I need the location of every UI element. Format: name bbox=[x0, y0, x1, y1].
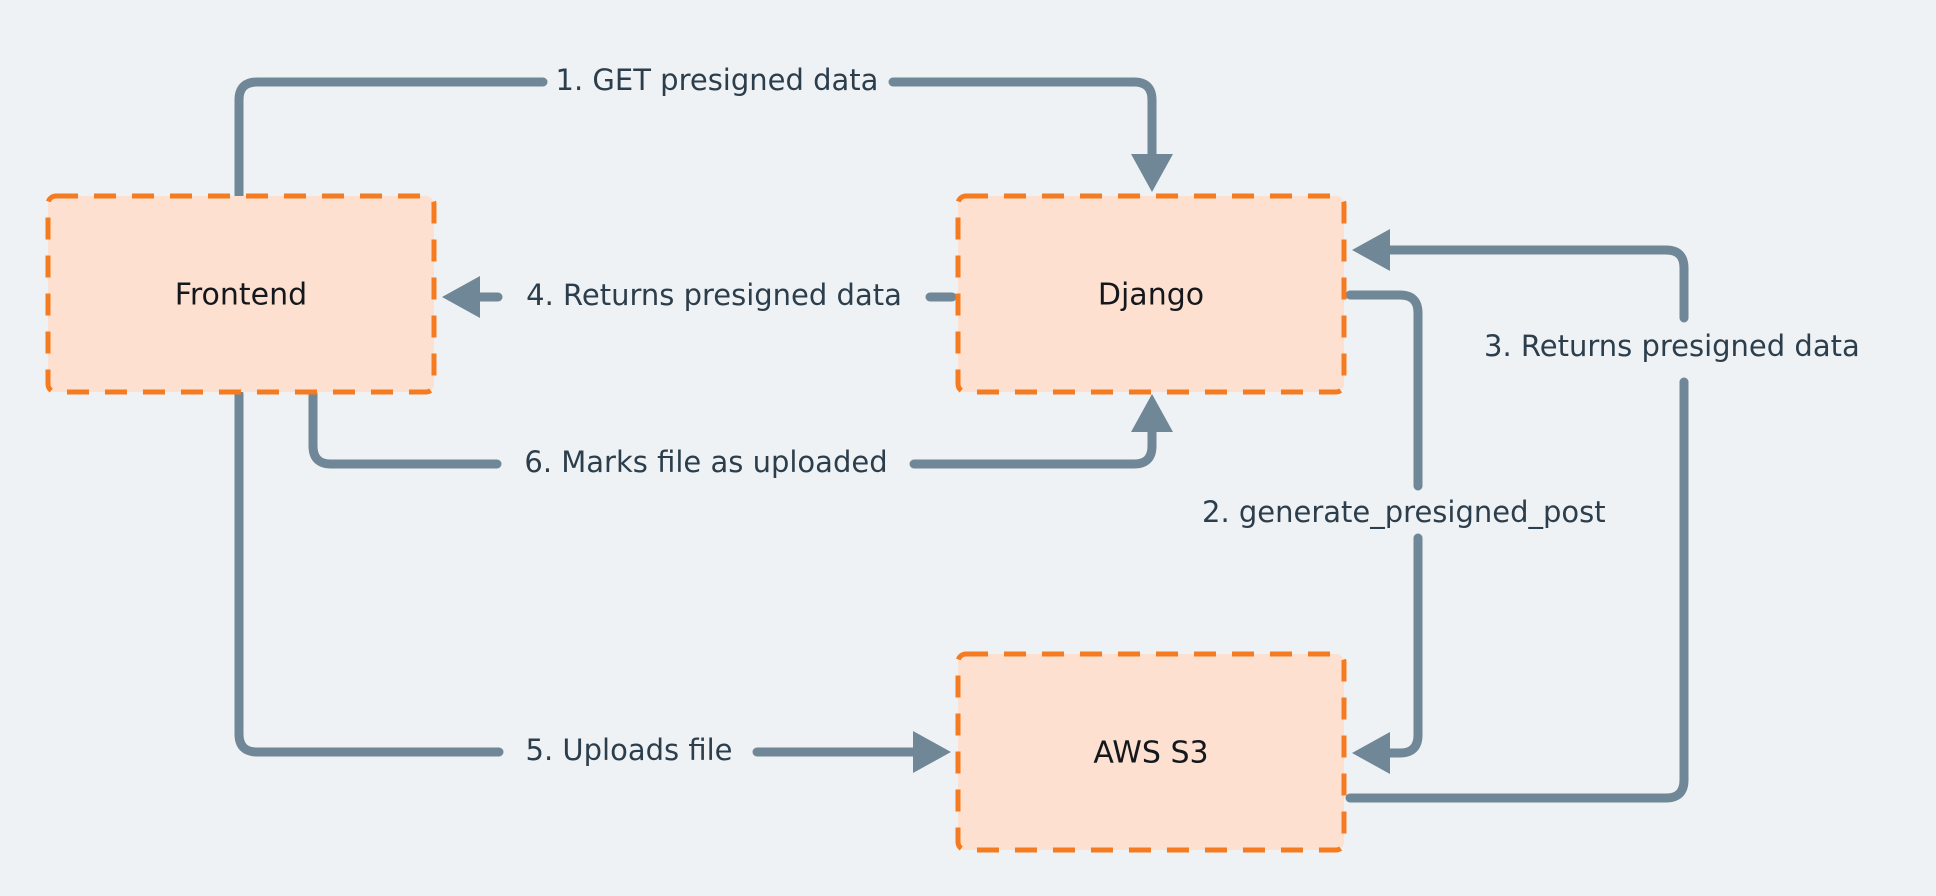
node-aws-s3-label: AWS S3 bbox=[1093, 736, 1208, 771]
node-django-label: Django bbox=[1098, 278, 1204, 313]
edge-2-generate-presigned-post bbox=[1345, 290, 1423, 774]
edge-2-segment-bottom bbox=[1383, 533, 1423, 758]
node-django[interactable]: Django bbox=[955, 193, 1347, 395]
edge-1-get-presigned-data bbox=[234, 77, 1173, 201]
node-frontend-label: Frontend bbox=[175, 278, 307, 313]
node-django-box[interactable] bbox=[955, 193, 1347, 395]
node-frontend-box[interactable] bbox=[45, 193, 437, 395]
edge-3-returns-presigned-data bbox=[1345, 229, 1689, 803]
edge-5-segment-left bbox=[234, 389, 504, 757]
edge-4-label: 4. Returns presigned data bbox=[526, 278, 902, 312]
edge-6-segment-left bbox=[308, 389, 502, 469]
edge-3-arrowhead bbox=[1352, 229, 1390, 271]
edge-6-label: 6. Marks file as uploaded bbox=[524, 445, 887, 479]
edge-6-arrowhead bbox=[1131, 394, 1173, 432]
edge-4-returns-presigned-data bbox=[442, 276, 957, 318]
edge-1-label: 1. GET presigned data bbox=[556, 63, 879, 97]
edge-2-arrowhead bbox=[1352, 732, 1390, 774]
edge-5-uploads-file bbox=[234, 389, 951, 773]
node-aws-s3[interactable]: AWS S3 bbox=[955, 651, 1347, 853]
node-aws-s3-box[interactable] bbox=[955, 651, 1347, 853]
edge-6-marks-file-as-uploaded bbox=[308, 389, 1173, 469]
edge-1-segment-left bbox=[234, 77, 548, 201]
edge-6-segment-right bbox=[909, 425, 1157, 469]
edge-1-segment-right bbox=[888, 77, 1157, 161]
node-frontend[interactable]: Frontend bbox=[45, 193, 437, 395]
edge-3-label: 3. Returns presigned data bbox=[1484, 329, 1860, 363]
edge-2-segment-top bbox=[1345, 290, 1423, 491]
edge-1-arrowhead bbox=[1131, 154, 1173, 192]
edge-4-arrowhead bbox=[442, 276, 480, 318]
edge-3-segment-top bbox=[1383, 245, 1689, 323]
edge-5-arrowhead bbox=[913, 731, 951, 773]
edge-2-label: 2. generate_presigned_post bbox=[1202, 495, 1606, 529]
edge-3-segment-bottom bbox=[1345, 377, 1689, 803]
edge-5-label: 5. Uploads file bbox=[526, 733, 733, 767]
